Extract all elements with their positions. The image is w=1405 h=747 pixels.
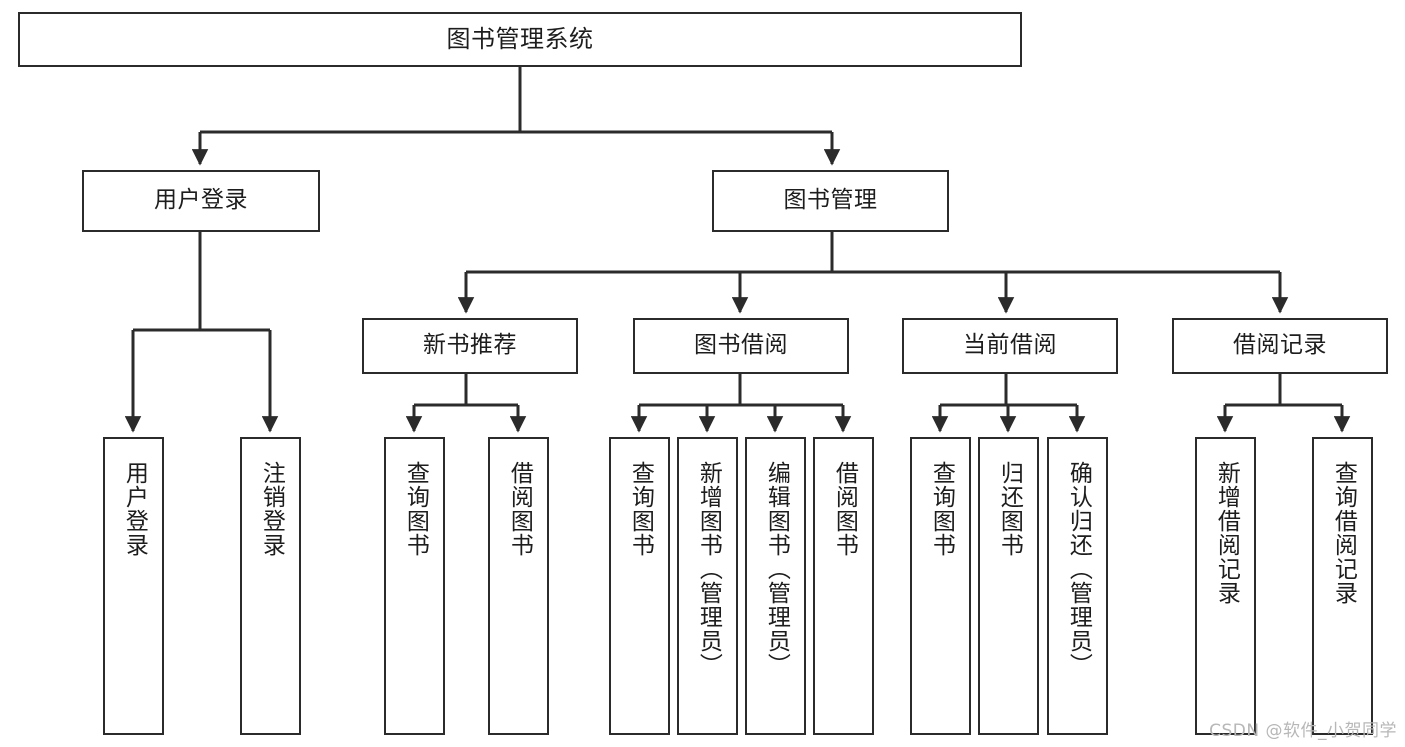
leaf-borrow-book-2-label: 借阅图书 [831, 461, 858, 557]
leaf-query-book-2-label: 查询图书 [627, 461, 654, 557]
leaf-confirm-return-label: 确认归还（管理员） [1065, 461, 1092, 677]
leaf-query-book-1[interactable]: 查询图书 [384, 437, 445, 735]
leaf-query-borrow-record[interactable]: 查询借阅记录 [1312, 437, 1373, 735]
leaf-logout-login[interactable]: 注销登录 [240, 437, 301, 735]
leaf-borrow-book-1-label: 借阅图书 [506, 461, 533, 557]
node-new-book-recommend-label: 新书推荐 [423, 332, 517, 359]
node-user-login[interactable]: 用户登录 [82, 170, 320, 232]
node-borrow-record-label: 借阅记录 [1233, 332, 1327, 359]
leaf-query-borrow-record-label: 查询借阅记录 [1330, 461, 1357, 605]
leaf-add-borrow-record-label: 新增借阅记录 [1213, 461, 1240, 605]
csdn-watermark: CSDN @软件_小贺同学 [1209, 721, 1397, 741]
node-root-label: 图书管理系统 [446, 25, 594, 54]
leaf-return-book-label: 归还图书 [996, 461, 1023, 557]
node-user-login-label: 用户登录 [154, 187, 248, 214]
leaf-logout-login-label: 注销登录 [258, 461, 285, 557]
leaf-user-login[interactable]: 用户登录 [103, 437, 164, 735]
node-borrow-record[interactable]: 借阅记录 [1172, 318, 1388, 374]
leaf-user-login-label: 用户登录 [121, 461, 148, 557]
node-book-borrow-label: 图书借阅 [694, 332, 788, 359]
leaf-query-book-2[interactable]: 查询图书 [609, 437, 670, 735]
node-book-manage-label: 图书管理 [783, 187, 878, 214]
leaf-add-book[interactable]: 新增图书（管理员） [677, 437, 738, 735]
leaf-edit-book-label: 编辑图书（管理员） [763, 461, 790, 677]
leaf-borrow-book-2[interactable]: 借阅图书 [813, 437, 874, 735]
leaf-confirm-return[interactable]: 确认归还（管理员） [1047, 437, 1108, 735]
leaf-query-book-1-label: 查询图书 [402, 461, 429, 557]
node-current-borrow-label: 当前借阅 [963, 332, 1057, 359]
leaf-add-borrow-record[interactable]: 新增借阅记录 [1195, 437, 1256, 735]
node-root[interactable]: 图书管理系统 [18, 12, 1022, 67]
leaf-borrow-book-1[interactable]: 借阅图书 [488, 437, 549, 735]
leaf-query-book-3-label: 查询图书 [928, 461, 955, 557]
leaf-edit-book[interactable]: 编辑图书（管理员） [745, 437, 806, 735]
node-book-manage[interactable]: 图书管理 [712, 170, 949, 232]
leaf-return-book[interactable]: 归还图书 [978, 437, 1039, 735]
leaf-add-book-label: 新增图书（管理员） [695, 461, 722, 677]
node-new-book-recommend[interactable]: 新书推荐 [362, 318, 578, 374]
leaf-query-book-3[interactable]: 查询图书 [910, 437, 971, 735]
node-book-borrow[interactable]: 图书借阅 [633, 318, 849, 374]
node-current-borrow[interactable]: 当前借阅 [902, 318, 1118, 374]
